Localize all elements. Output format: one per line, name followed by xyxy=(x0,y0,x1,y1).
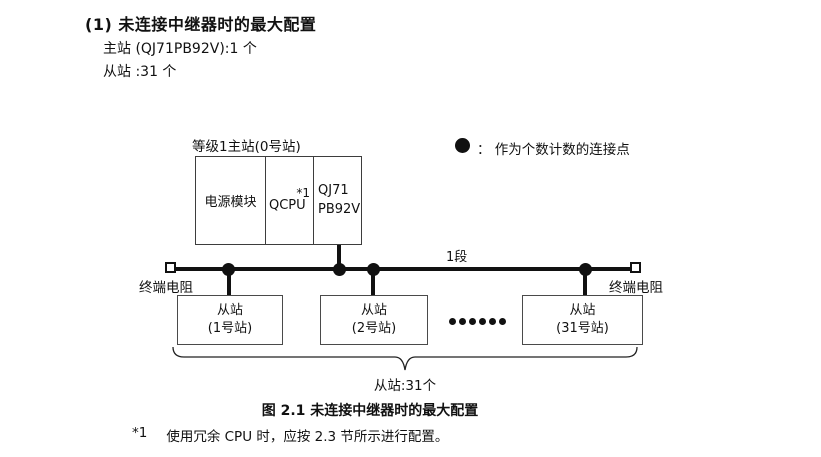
cpu-footnote-marker: *1 xyxy=(296,186,310,201)
ellipsis-dot xyxy=(489,318,496,325)
brace-under-slaves xyxy=(172,346,638,371)
segment-label: 1段 xyxy=(446,250,468,265)
legend-text: ： 作为个数计数的连接点 xyxy=(477,142,630,158)
ellipsis-dot xyxy=(469,318,476,325)
cpu-cell: *1 QCPU xyxy=(266,157,314,244)
terminator-left-label: 终端电阻 xyxy=(139,280,193,296)
power-module-label: 电源模块 xyxy=(204,195,257,210)
slave-station-2-box: 从站 (2号站) xyxy=(320,295,428,345)
section-heading: (1) 未连接中继器时的最大配置 xyxy=(85,15,317,34)
connection-dot-master xyxy=(333,263,346,276)
terminator-left-icon xyxy=(165,262,176,273)
slave-count-line: 从站 :31 个 xyxy=(103,64,177,80)
terminator-right-label: 终端电阻 xyxy=(609,280,663,296)
master-station-box: 电源模块 *1 QCPU QJ71 PB92V xyxy=(195,156,362,245)
brace-label: 从站:31个 xyxy=(373,378,437,394)
slave-2-title: 从站 xyxy=(360,302,387,318)
footnote: *1 使用冗余 CPU 时，应按 2.3 节所示进行配置。 xyxy=(132,425,448,445)
connection-point-icon xyxy=(455,138,470,153)
slave-2-number: (2号站) xyxy=(351,321,397,336)
module-name-line1: QJ71 xyxy=(318,182,349,198)
slave-1-number: (1号站) xyxy=(207,321,253,336)
slave-station-1-box: 从站 (1号站) xyxy=(177,295,283,345)
module-name-line2: PB92V xyxy=(318,201,361,217)
drop-line-slave1 xyxy=(227,269,231,295)
slave-31-number: (31号站) xyxy=(556,321,609,336)
ellipsis-dot xyxy=(449,318,456,325)
master-station-label: 等级1主站(0号站) xyxy=(192,139,301,155)
drop-line-slave31 xyxy=(583,269,587,295)
bus-line xyxy=(173,267,634,271)
slave-1-title: 从站 xyxy=(216,302,243,318)
ellipsis-dot xyxy=(479,318,486,325)
terminator-right-icon xyxy=(630,262,641,273)
footnote-text: 使用冗余 CPU 时，应按 2.3 节所示进行配置。 xyxy=(166,429,449,445)
ellipsis-dots xyxy=(449,318,506,325)
drop-line-master xyxy=(337,245,341,269)
slave-station-31-box: 从站 (31号站) xyxy=(522,295,643,345)
master-count-line: 主站 (QJ71PB92V):1 个 xyxy=(103,41,257,57)
ellipsis-dot xyxy=(459,318,466,325)
power-module-cell: 电源模块 xyxy=(196,157,266,244)
pb92v-module-cell: QJ71 PB92V xyxy=(314,157,361,244)
footnote-marker: *1 xyxy=(132,425,148,441)
slave-31-title: 从站 xyxy=(569,302,596,318)
ellipsis-dot xyxy=(499,318,506,325)
figure-caption: 图 2.1 未连接中继器时的最大配置 xyxy=(261,403,479,419)
drop-line-slave2 xyxy=(371,269,375,295)
cpu-label: QCPU xyxy=(269,198,306,214)
